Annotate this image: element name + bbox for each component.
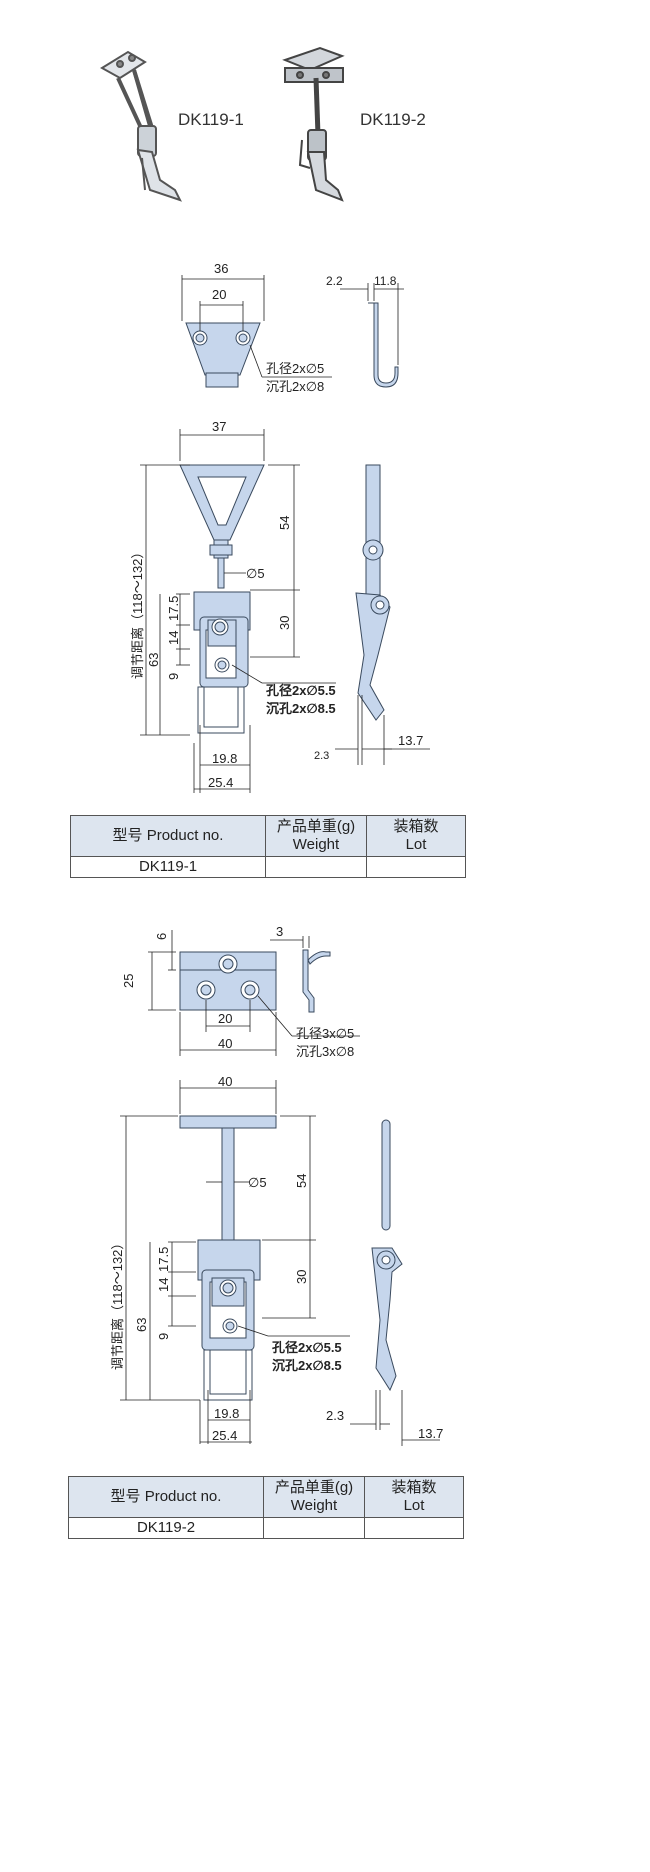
col-product: 型号 Product no. — [68, 1476, 264, 1518]
dim-17-5: 17.5 — [166, 596, 181, 621]
dim-25-4: 25.4 — [208, 775, 233, 790]
dim2-13-7: 13.7 — [418, 1426, 443, 1441]
base-plate — [185, 322, 261, 376]
dim-adjust: 调节距离（118～132） — [130, 546, 145, 679]
cell-weight — [263, 1517, 365, 1539]
latch2-side-bar — [381, 1119, 391, 1231]
dim-2-3: 2.3 — [314, 750, 329, 762]
col-weight: 产品单重(g)Weight — [265, 815, 367, 857]
dim2-17-5: 17.5 — [156, 1247, 171, 1272]
dim2-63: 63 — [134, 1318, 149, 1332]
latch2-top-bar — [179, 1115, 277, 1129]
cell-lot — [366, 856, 466, 878]
dim-9: 9 — [166, 673, 181, 680]
dim-6: 6 — [154, 933, 169, 940]
cell-product: DK119-2 — [68, 1517, 264, 1539]
dim2-19-8: 19.8 — [214, 1406, 239, 1421]
latch-hole-note: 孔径2x∅5.5 — [266, 683, 336, 698]
dim-54: 54 — [277, 516, 292, 530]
base-tab — [205, 372, 239, 388]
dim2-14: 14 — [156, 1278, 171, 1292]
dim-25: 25 — [121, 974, 136, 988]
latch-side-bar — [365, 464, 381, 596]
technical-drawing-dk119-1: 36 20 2.2 11.8 孔径2x∅5 沉孔2x∅8 — [130, 261, 430, 793]
dim-36: 36 — [214, 261, 228, 276]
dim-2-2: 2.2 — [326, 274, 343, 288]
cell-lot — [364, 1517, 464, 1539]
product-label-dk119-2: DK119-2 — [360, 110, 426, 129]
hole-note-2: 孔径3x∅5 — [296, 1026, 354, 1041]
dim-13-7: 13.7 — [398, 733, 423, 748]
product-photo-dk119-2 — [282, 46, 345, 202]
dim2-30: 30 — [294, 1270, 309, 1284]
col-weight: 产品单重(g)Weight — [263, 1476, 365, 1518]
dim-40-latch: 40 — [218, 1074, 232, 1089]
dim2-dia5: ∅5 — [248, 1175, 267, 1190]
hole-note: 孔径2x∅5 — [266, 361, 324, 376]
technical-drawing-dk119-2: 6 25 3 20 40 孔径3x∅5 沉孔3x∅8 — [110, 924, 443, 1446]
dim-11-8: 11.8 — [374, 274, 397, 288]
dim2-9: 9 — [156, 1333, 171, 1340]
dim2-25-4: 25.4 — [212, 1428, 237, 1443]
dim2-2-3: 2.3 — [326, 1408, 344, 1423]
dim-30: 30 — [277, 616, 292, 630]
col-product: 型号 Product no. — [70, 815, 266, 857]
cell-weight — [265, 856, 367, 878]
latch-csk-note: 沉孔2x∅8.5 — [266, 701, 336, 716]
csk-note-2: 沉孔3x∅8 — [296, 1044, 354, 1059]
latch2-rod — [221, 1127, 235, 1253]
latch2-hole-note: 孔径2x∅5.5 — [272, 1340, 342, 1355]
dim2-adjust: 调节距离（118～132） — [110, 1237, 125, 1370]
dim-20: 20 — [212, 287, 226, 302]
dim-dia5: ∅5 — [246, 566, 265, 581]
base-side — [368, 302, 399, 388]
product-label-dk119-1: DK119-1 — [178, 110, 244, 129]
base-side-2 — [302, 949, 315, 1013]
product-photo-dk119-1 — [100, 50, 182, 202]
latch2-csk-note: 沉孔2x∅8.5 — [272, 1358, 342, 1373]
dim2-54: 54 — [294, 1174, 309, 1188]
dim-14: 14 — [166, 631, 181, 645]
dim-19-8: 19.8 — [212, 751, 237, 766]
dim-3: 3 — [276, 924, 283, 939]
dim-40-base: 40 — [218, 1036, 232, 1051]
cell-product: DK119-1 — [70, 856, 266, 878]
dim-63: 63 — [146, 653, 161, 667]
dim-20-2: 20 — [218, 1011, 232, 1026]
dim-37: 37 — [212, 419, 226, 434]
csk-note: 沉孔2x∅8 — [266, 379, 324, 394]
